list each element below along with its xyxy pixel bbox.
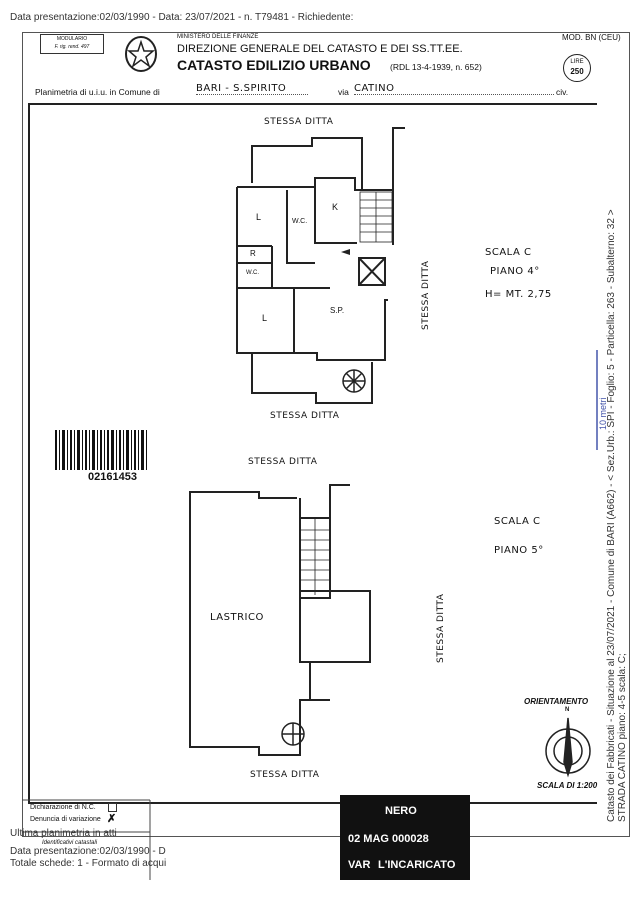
- floor4-label-top: STESSA DITTA: [264, 117, 334, 127]
- floor5-walls: [189, 484, 371, 756]
- comune-value: BARI - S.SPIRITO: [196, 83, 308, 95]
- cadastral-form: [22, 32, 630, 837]
- nc-label: Dichiarazione di N.C.: [30, 804, 96, 811]
- room-label: L: [262, 313, 268, 323]
- lire-stamp: LIRE 250: [563, 54, 591, 82]
- nc-checkbox[interactable]: [108, 803, 117, 812]
- floor4-piano: PIANO 4°: [490, 266, 540, 277]
- side-address-text: STRADA CATINO piano: 4-5 scala: C;: [617, 653, 628, 822]
- law-label: (RDL 13-4-1939, n. 652): [390, 62, 482, 72]
- floor4-label-right: STESSA DITTA: [421, 260, 431, 330]
- overlay-ultima: Ultima planimetria in atti: [10, 828, 117, 839]
- compass-icon: [545, 717, 591, 778]
- drawing-area: [28, 103, 597, 804]
- floor5-scala: SCALA C: [494, 516, 541, 527]
- north-label: N: [565, 707, 570, 713]
- orientamento-label: ORIENTAMENTO: [524, 697, 589, 706]
- barcode-number: 02161453: [88, 471, 137, 483]
- room-label: L: [256, 212, 262, 222]
- floor5-label-right: STESSA DITTA: [436, 593, 446, 663]
- via-value: CATINO: [354, 83, 554, 95]
- overlay-totale: Totale schede: 1 - Formato di acqui: [10, 858, 167, 869]
- modulario-label: MODULARIO: [56, 36, 88, 42]
- declaration-box: [22, 799, 151, 880]
- floor5-stairs: [300, 518, 330, 595]
- room-label: K: [332, 202, 339, 212]
- floor4-walls: [236, 127, 405, 404]
- overlay-data: Data presentazione:02/03/1990 - D: [10, 846, 166, 857]
- ministry-label: MINISTERO DELLE FINANZE: [177, 34, 259, 40]
- presentation-header: Data presentazione:02/03/1990 - Data: 23…: [10, 12, 354, 23]
- floor5-piano: PIANO 5°: [494, 545, 544, 556]
- lire-value: 250: [570, 67, 584, 76]
- modulario-sub: F. rig. rend. 497: [54, 44, 90, 50]
- variation-label: Denuncia di variazione: [30, 816, 101, 823]
- room-label: R: [250, 249, 256, 258]
- floor4-height: H= MT. 2,75: [485, 289, 552, 300]
- side-info-text: Catasto dei Fabbricati - Situazione al 2…: [606, 209, 617, 822]
- planimetria-label: Planimetria di u.i.u. in Comune di: [35, 87, 160, 97]
- modulario-box: MODULARIO F. rig. rend. 497: [40, 34, 104, 54]
- room-label: S.P.: [330, 306, 345, 315]
- emblem-icon: [125, 36, 157, 72]
- barcode: [55, 430, 147, 470]
- variation-checkbox-checked[interactable]: ✗: [107, 813, 117, 825]
- via-label: via: [338, 87, 349, 97]
- floor5-room: LASTRICO: [210, 612, 264, 623]
- directorate-label: DIREZIONE GENERALE DEL CATASTO E DEI SS.…: [177, 43, 463, 55]
- stamp-line: VAR: [348, 859, 371, 871]
- scale-label: SCALA DI 1:200: [537, 781, 598, 790]
- spiral-stair-icon: [342, 369, 366, 393]
- floor5-label-bottom: STESSA DITTA: [250, 770, 320, 780]
- entrance-arrow-icon: [341, 249, 350, 255]
- floor4-scala: SCALA C: [485, 247, 532, 258]
- official-stamp: NERO 02 MAG 000028 VAR L'INCARICATO: [340, 795, 470, 880]
- room-label: W.C.: [292, 218, 308, 225]
- spiral-stair-icon: [281, 722, 305, 746]
- floor5-label-top: STESSA DITTA: [248, 457, 318, 467]
- form-title: CATASTO EDILIZIO URBANO: [177, 57, 371, 73]
- stamp-line: NERO: [385, 805, 417, 817]
- stamp-line: L'INCARICATO: [378, 859, 456, 871]
- scale-bar-label: 10 metri: [598, 397, 608, 430]
- room-label: W.C.: [246, 270, 259, 276]
- lire-label: LIRE: [570, 59, 584, 65]
- civ-label: civ.: [556, 87, 569, 97]
- identificativi-label: Identificativi catastali: [42, 840, 98, 846]
- mod-label: MOD. BN (CEU): [562, 33, 621, 42]
- floor4-stairs: [359, 191, 393, 243]
- floor4-label-bottom: STESSA DITTA: [270, 411, 340, 421]
- stamp-line: 02 MAG 000028: [348, 833, 429, 845]
